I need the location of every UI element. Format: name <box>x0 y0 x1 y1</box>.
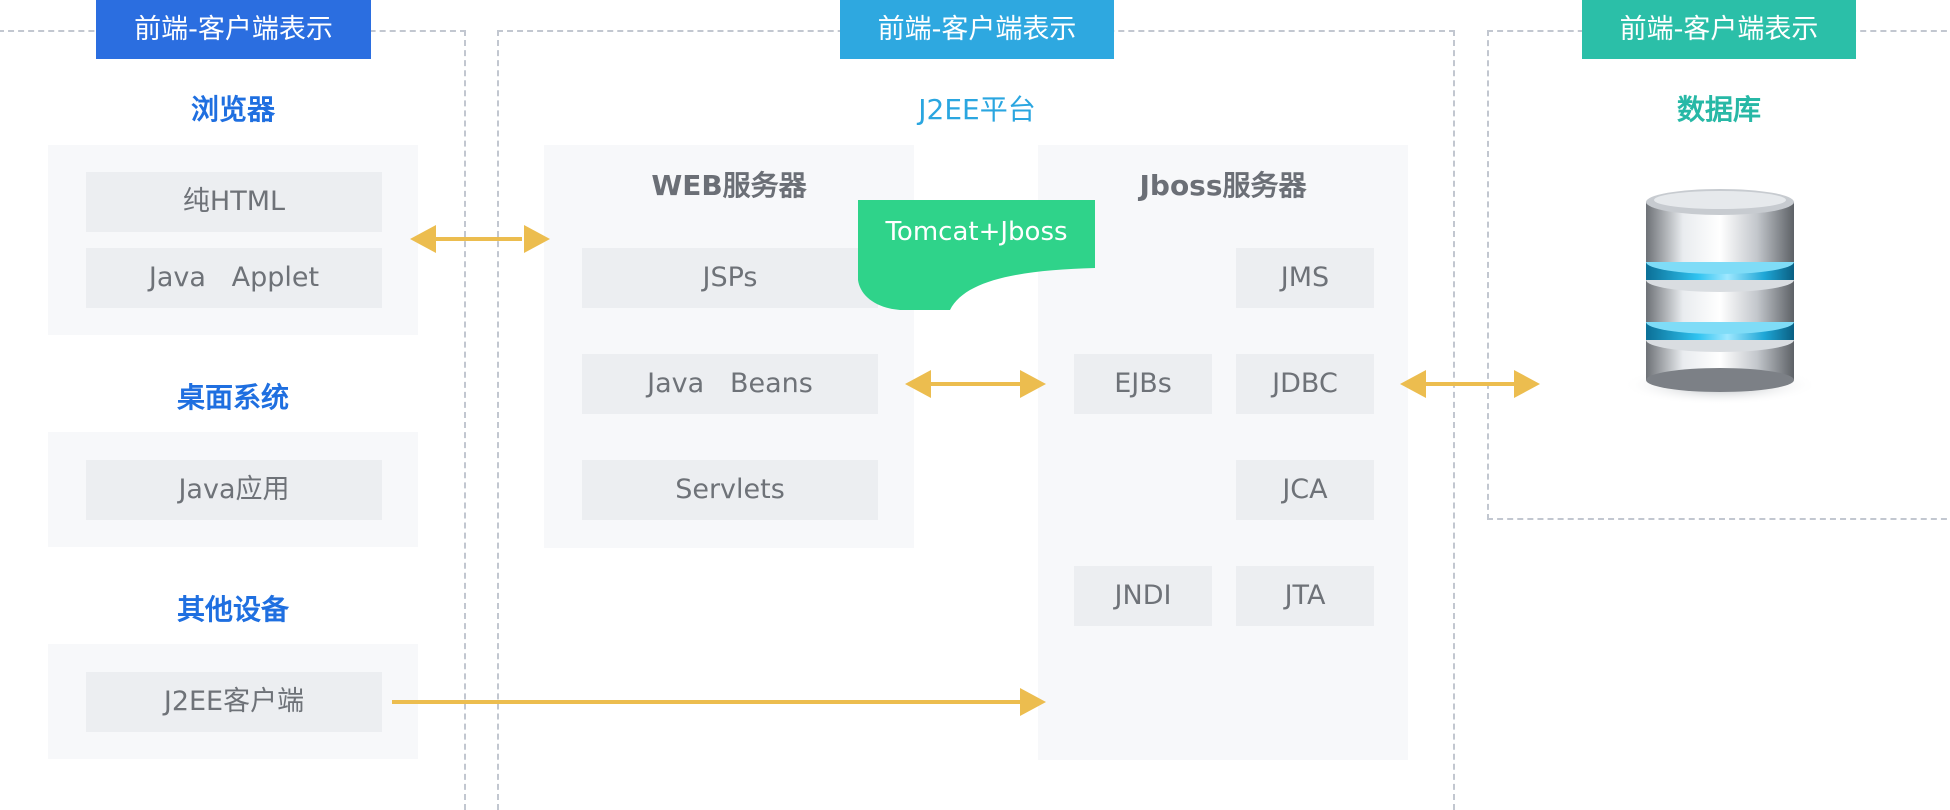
java-beans-item: Java Beans <box>582 354 878 414</box>
web-server-title: WEB服务器 <box>651 169 807 202</box>
database-icon <box>1622 189 1818 405</box>
jndi-item: JNDI <box>1074 566 1212 626</box>
java-app-item: Java应用 <box>86 460 382 520</box>
other-devices-group-title: 其他设备 <box>176 593 289 626</box>
platform-zone-header: 前端-客户端表示 <box>840 0 1114 59</box>
tomcat-badge-label: Tomcat+Jboss <box>885 217 1068 247</box>
servlets-item: Servlets <box>582 460 878 520</box>
browser-group-title: 浏览器 <box>190 93 275 126</box>
jboss-server-title: Jboss服务器 <box>1139 169 1307 202</box>
pure-html-item: 纯HTML <box>86 172 382 232</box>
jboss-server-panel <box>1038 145 1408 760</box>
ejbs-item: EJBs <box>1074 354 1212 414</box>
desktop-group-title: 桌面系统 <box>176 381 289 414</box>
database-zone-header: 前端-客户端表示 <box>1582 0 1856 59</box>
jms-item: JMS <box>1236 248 1374 308</box>
jsps-item: JSPs <box>582 248 878 308</box>
client-zone-header: 前端-客户端表示 <box>96 0 371 59</box>
java-applet-item: Java Applet <box>86 248 382 308</box>
database-title: 数据库 <box>1676 93 1761 126</box>
jdbc-item: JDBC <box>1236 354 1374 414</box>
jca-item: JCA <box>1236 460 1374 520</box>
j2ee-platform-title: J2EE平台 <box>918 93 1036 126</box>
jta-item: JTA <box>1236 566 1374 626</box>
j2ee-client-item: J2EE客户端 <box>86 672 382 732</box>
